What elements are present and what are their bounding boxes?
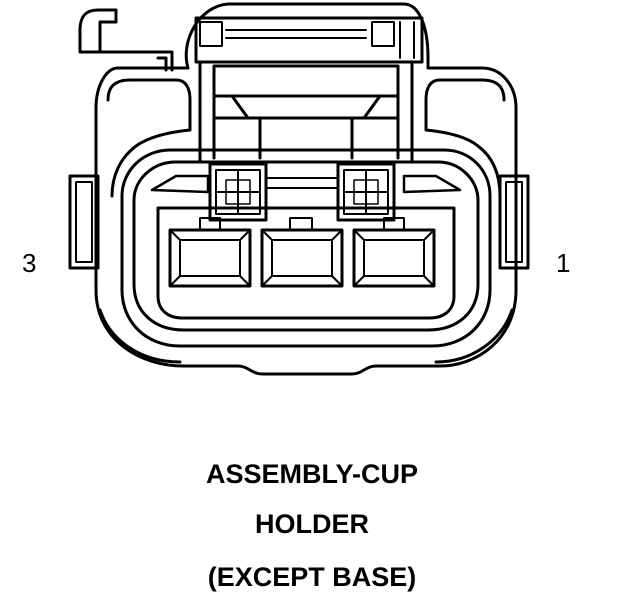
pin-label-1: 1: [556, 248, 571, 278]
connector-body: [96, 4, 516, 374]
latch-window-left: [210, 164, 266, 220]
top-latch: [80, 10, 422, 160]
terminal-cavity-1: [354, 218, 434, 286]
center-rail: [266, 178, 338, 188]
pin-label-3: 3: [22, 248, 37, 278]
side-tab-left: [70, 176, 98, 268]
latch-window-right: [338, 164, 394, 220]
terminal-cavity-2: [262, 218, 342, 286]
caption-line-3: (EXCEPT BASE): [207, 562, 417, 592]
caption-line-2: HOLDER: [255, 509, 369, 539]
side-tab-right: [500, 176, 528, 268]
caption-line-1: ASSEMBLY-CUP: [205, 459, 419, 489]
terminal-cavity-3: [170, 218, 250, 286]
terminal-shroud: [122, 150, 490, 346]
